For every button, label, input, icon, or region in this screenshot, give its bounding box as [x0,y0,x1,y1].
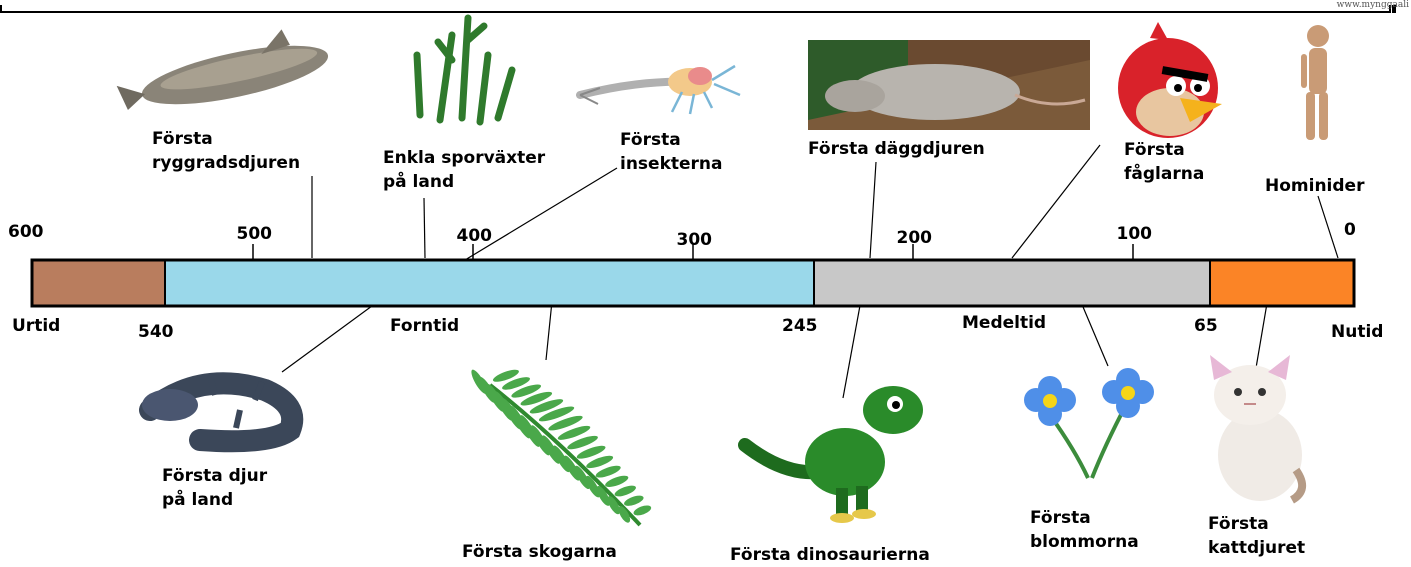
event-label-blommor: Första blommorna [1030,506,1139,554]
period-label-forntid: Forntid [390,314,459,338]
event-label-djur-land: Första djur på land [162,464,267,512]
tick-label-500: 500 [237,224,273,244]
mammal-photo-illustration [808,40,1090,130]
tick-label-400: 400 [457,226,493,246]
dinosaur-illustration [745,386,923,523]
flowers-illustration [1024,368,1154,478]
event-label-insekter: Första insekterna [620,128,723,176]
tick-label-200: 200 [897,228,933,248]
boundary-label-540: 540 [138,320,174,344]
fern-leaflet [613,483,637,498]
boundary-label-245: 245 [782,314,818,338]
fish-fossil-illustration [112,21,332,121]
tick-label-300: 300 [677,230,713,250]
spore-plant-illustration [417,18,512,122]
timeline-bar [33,261,1353,305]
period-segment-nutid [1210,261,1353,305]
event-label-kattdjur: Första kattdjuret [1208,512,1305,560]
boundary-label-65: 65 [1194,314,1218,338]
fern-leaflet [623,493,645,508]
event-label-faglar: Första fåglarna [1124,138,1204,186]
salamander-illustration [142,375,292,441]
tick-label-100: 100 [1117,224,1153,244]
event-label-daggdjur: Första däggdjuren [808,137,985,161]
insect-illustration [580,66,740,114]
event-label-dinosaurier: Första dinosaurierna [730,543,930,567]
period-label-nutid: Nutid [1331,320,1383,344]
cat-illustration [1210,355,1302,501]
hominid-illustration [1301,25,1329,140]
period-segment-urtid [33,261,165,305]
tick-label-0: 0 [1344,220,1356,240]
fern-illustration [469,367,653,525]
event-label-sporvaxter: Enkla sporväxter på land [383,146,545,194]
event-label-skogar: Första skogarna [462,540,617,564]
event-label-hominider: Hominider [1265,174,1364,198]
tick-label-600: 600 [8,222,44,242]
period-label-urtid: Urtid [12,314,60,338]
red-bird-illustration [1118,22,1222,138]
event-label-ryggradsdjur: Första ryggradsdjuren [152,127,300,175]
period-label-medeltid: Medeltid [962,311,1046,335]
period-segment-forntid [165,261,814,305]
fern-leaflet [632,504,652,518]
period-segment-medeltid [814,261,1210,305]
